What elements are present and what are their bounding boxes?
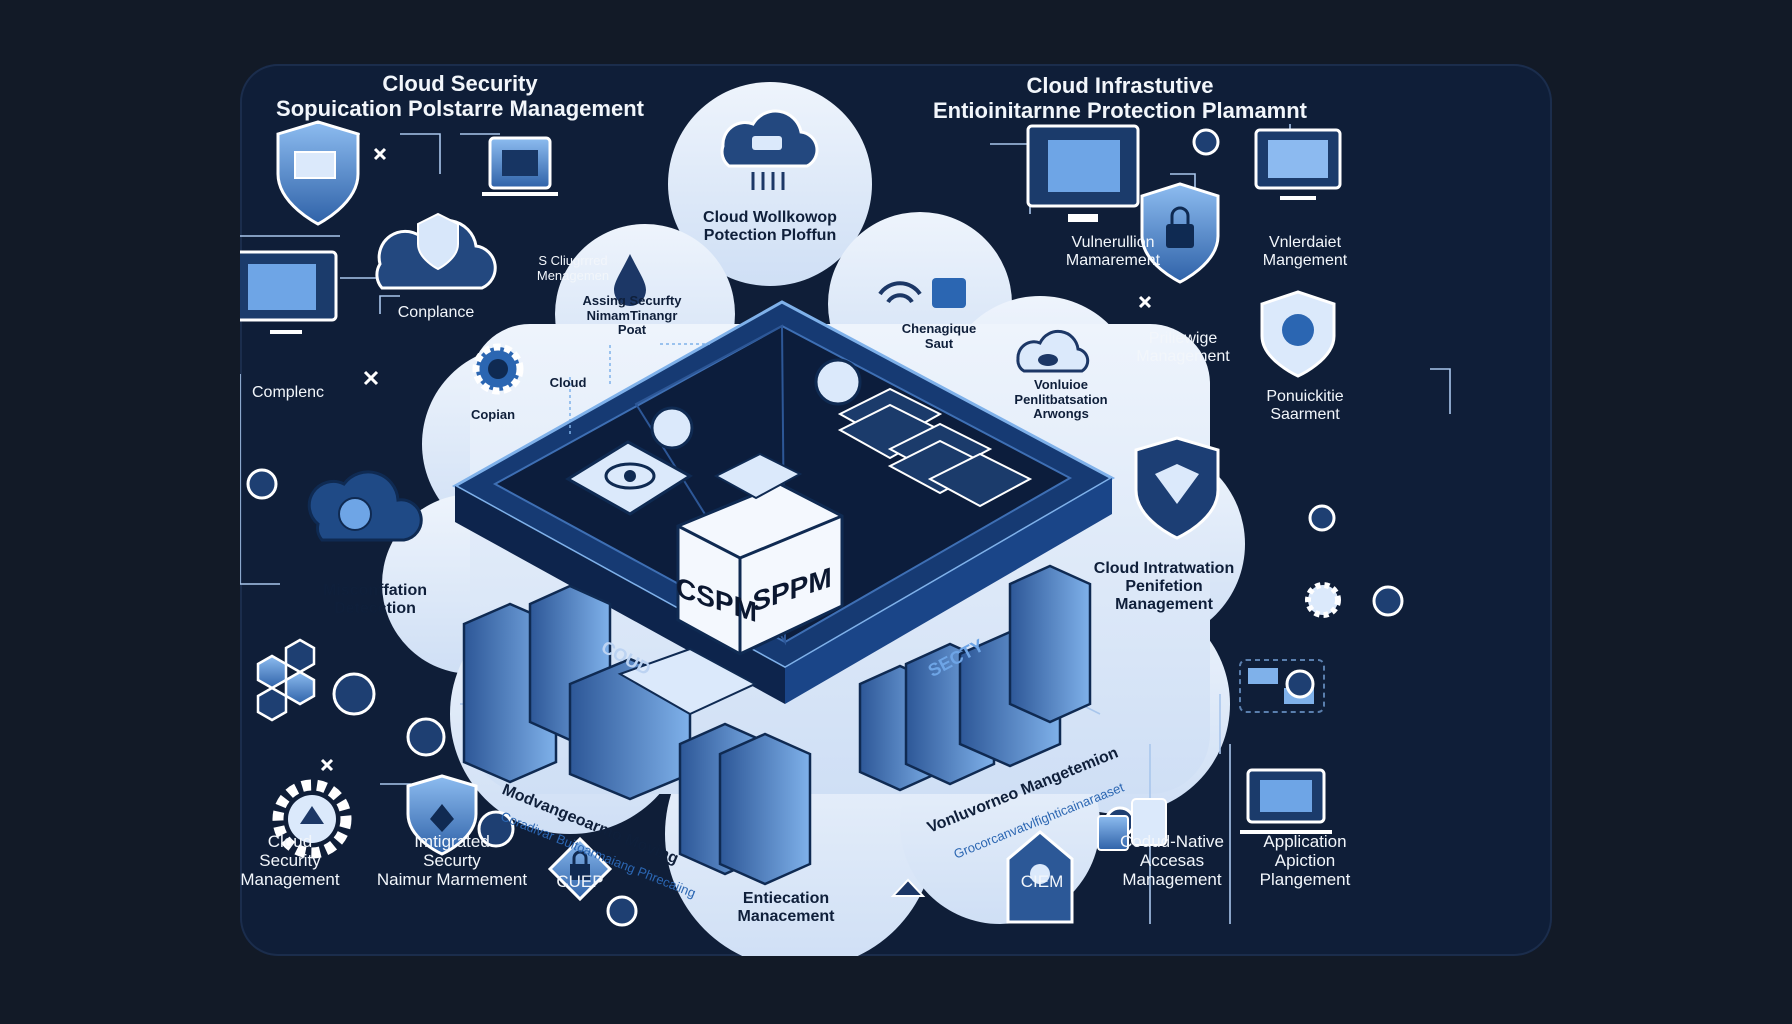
gear-shield-icon [272,779,352,859]
heading-top-right: Cloud Infrastutive Entioinitarnne Protec… [932,73,1308,123]
cloud-globe-icon [307,470,423,542]
laptop-icon [482,136,558,196]
monitor-icon [240,250,338,334]
drop-icon [614,254,646,306]
heading-top-left: Cloud Security Sopuication Polstarre Man… [276,71,644,121]
label-misconfig: Misconffation Detecction [323,582,427,617]
house-icon [1006,830,1074,924]
diagram-canvas [240,82,1451,956]
gear-icon [472,343,524,395]
label-copian: Copian [470,407,516,422]
monitor-right-icon [1026,124,1140,222]
x-marks [320,147,1152,772]
label-chenagique: Chenagique Saut [901,321,977,351]
label-vonluioe: Vonluioe Penlitbatsation Arwongs [1014,377,1108,422]
label-cloud-intra: Cloud Intratwation Penifetion Management [1093,560,1235,613]
cloud-icon [720,109,819,190]
label-cloud-security-mgmt: Cloud Security Management [240,832,340,890]
label-entieation: Entiecation Manacement [737,890,835,925]
shield-bird-icon [1134,436,1220,540]
building-icon [462,564,1092,886]
monitor-icon-top-right [1254,128,1342,200]
label-application: Application Apiction Plangement [1259,832,1351,890]
label-integrated: Imtigrated Securty Naimur Marmement [376,832,528,890]
label-vnlerdaiet: Vnlerdaiet Mangement [1262,234,1348,269]
label-cloud-small: Cloud [549,375,587,390]
label-complenc: Complenc [251,384,325,401]
router-icon [878,278,966,308]
label-cloud-native: Codud-Native Accesas Management [1120,832,1224,890]
shield-bird-icon-small [1260,290,1336,378]
cloud-small-icon [1016,329,1090,373]
shield-icon [406,774,478,856]
laptop-right-icon [1240,768,1332,834]
small-circle-icons [246,468,638,927]
label-cuep: CUEP [556,872,604,891]
lock-icon [547,836,613,902]
shield-document-icon [276,120,360,226]
device-icons [890,798,1167,897]
label-cloud-workload: Cloud Wollkowop Potection Ploffun [703,209,837,244]
label-vulnerulion: Vulnerullion Mamarement [1065,234,1161,269]
label-privilege: Priliewige Management [1136,330,1230,365]
gear-icon-right [1305,582,1341,618]
label-ponulicitie: Ponuickitie Saarment [1266,388,1344,423]
cloud-lock-icon [375,212,497,290]
label-conplance: Conplance [397,304,475,321]
hexagon-cluster-icon [256,638,316,722]
diagram-panel: Cloud Security Sopuication Polstarre Man… [240,64,1552,956]
label-assign-security: Assing Securfty NimamTinangr Poat [582,293,682,338]
label-ciem: CIEM [1020,872,1064,891]
platform [451,300,1116,704]
label-s3: S Cliugrrred Menagemen [536,253,610,283]
shield-lock-icon [1140,182,1220,284]
